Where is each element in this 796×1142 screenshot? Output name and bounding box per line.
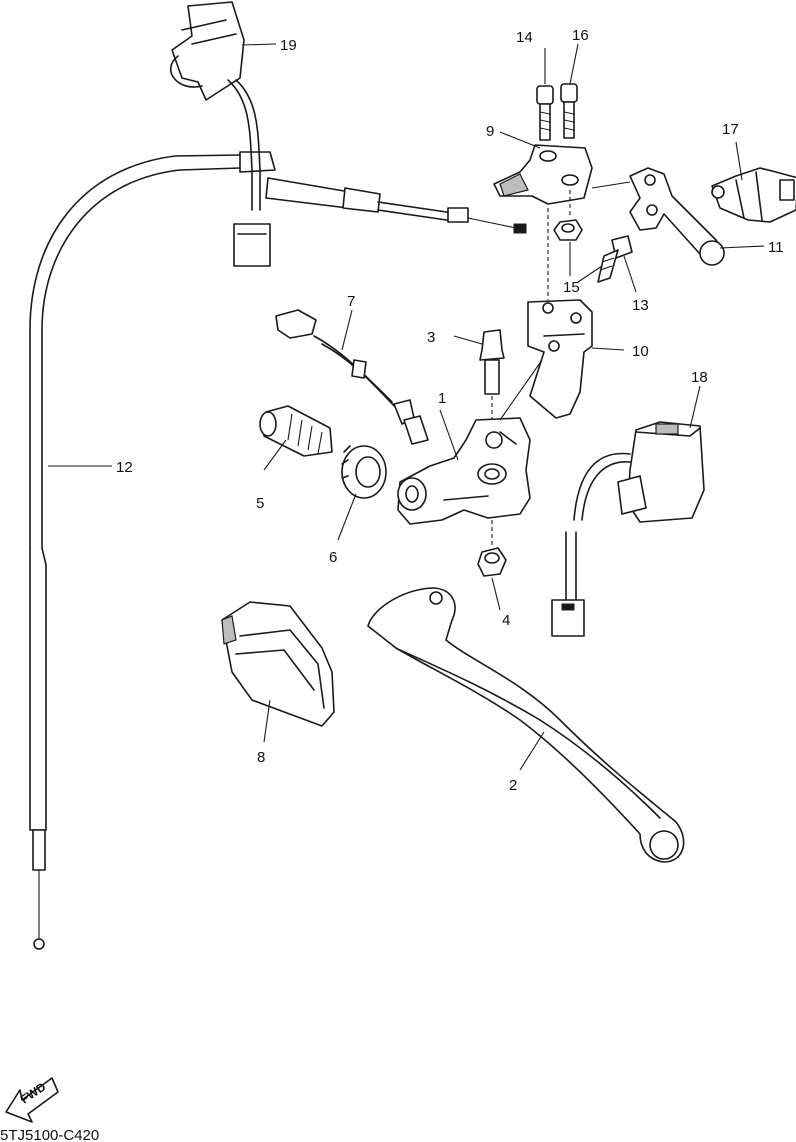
- callout-3: 3: [427, 329, 435, 346]
- callout-9: 9: [486, 123, 494, 140]
- adjuster-5: [259, 405, 333, 457]
- nut-4: [477, 547, 507, 577]
- callout-5: 5: [256, 495, 264, 512]
- clutch-cable: [29, 151, 527, 950]
- callout-8: 8: [257, 749, 265, 766]
- callout-16: 16: [572, 27, 589, 44]
- switch-assembly-19: [170, 1, 271, 267]
- locknut-6: [341, 445, 387, 499]
- callout-11: 11: [768, 239, 784, 256]
- callout-12: 12: [116, 459, 133, 476]
- leader-lines: [48, 43, 765, 771]
- holder-17: [711, 167, 796, 223]
- callout-13: 13: [632, 297, 649, 314]
- bolt-16: [560, 83, 578, 139]
- nut-15: [553, 219, 583, 241]
- callout-4: 4: [502, 612, 510, 629]
- screw-13: [597, 235, 633, 283]
- callout-6: 6: [329, 549, 337, 566]
- switch-assembly-18: [551, 421, 705, 637]
- clamp-bracket-9: [493, 144, 593, 205]
- lever-11: [629, 167, 725, 266]
- callout-labels: 1 2 3 4 5 6 7 8 9 10 11 12 13 14 15 16 1…: [116, 27, 784, 794]
- callout-7: 7: [347, 293, 355, 310]
- lever-holder-1: [397, 417, 531, 525]
- lever-cover-8: [221, 601, 335, 727]
- callout-10: 10: [632, 343, 649, 360]
- holder-10: [527, 299, 593, 419]
- callout-18: 18: [691, 369, 708, 386]
- callout-19: 19: [280, 37, 297, 54]
- wire-7: [275, 309, 429, 445]
- bolt-3: [479, 329, 505, 395]
- bolt-14: [536, 85, 554, 141]
- drawing-code: 5TJ5100-C420: [0, 1127, 99, 1142]
- callout-17: 17: [722, 121, 739, 138]
- callout-15: 15: [563, 279, 580, 296]
- fwd-arrow-icon: FWD: [5, 1077, 59, 1123]
- callout-2: 2: [509, 777, 517, 794]
- callout-14: 14: [516, 29, 533, 46]
- callout-1: 1: [438, 390, 446, 407]
- clutch-lever-2: [367, 587, 685, 863]
